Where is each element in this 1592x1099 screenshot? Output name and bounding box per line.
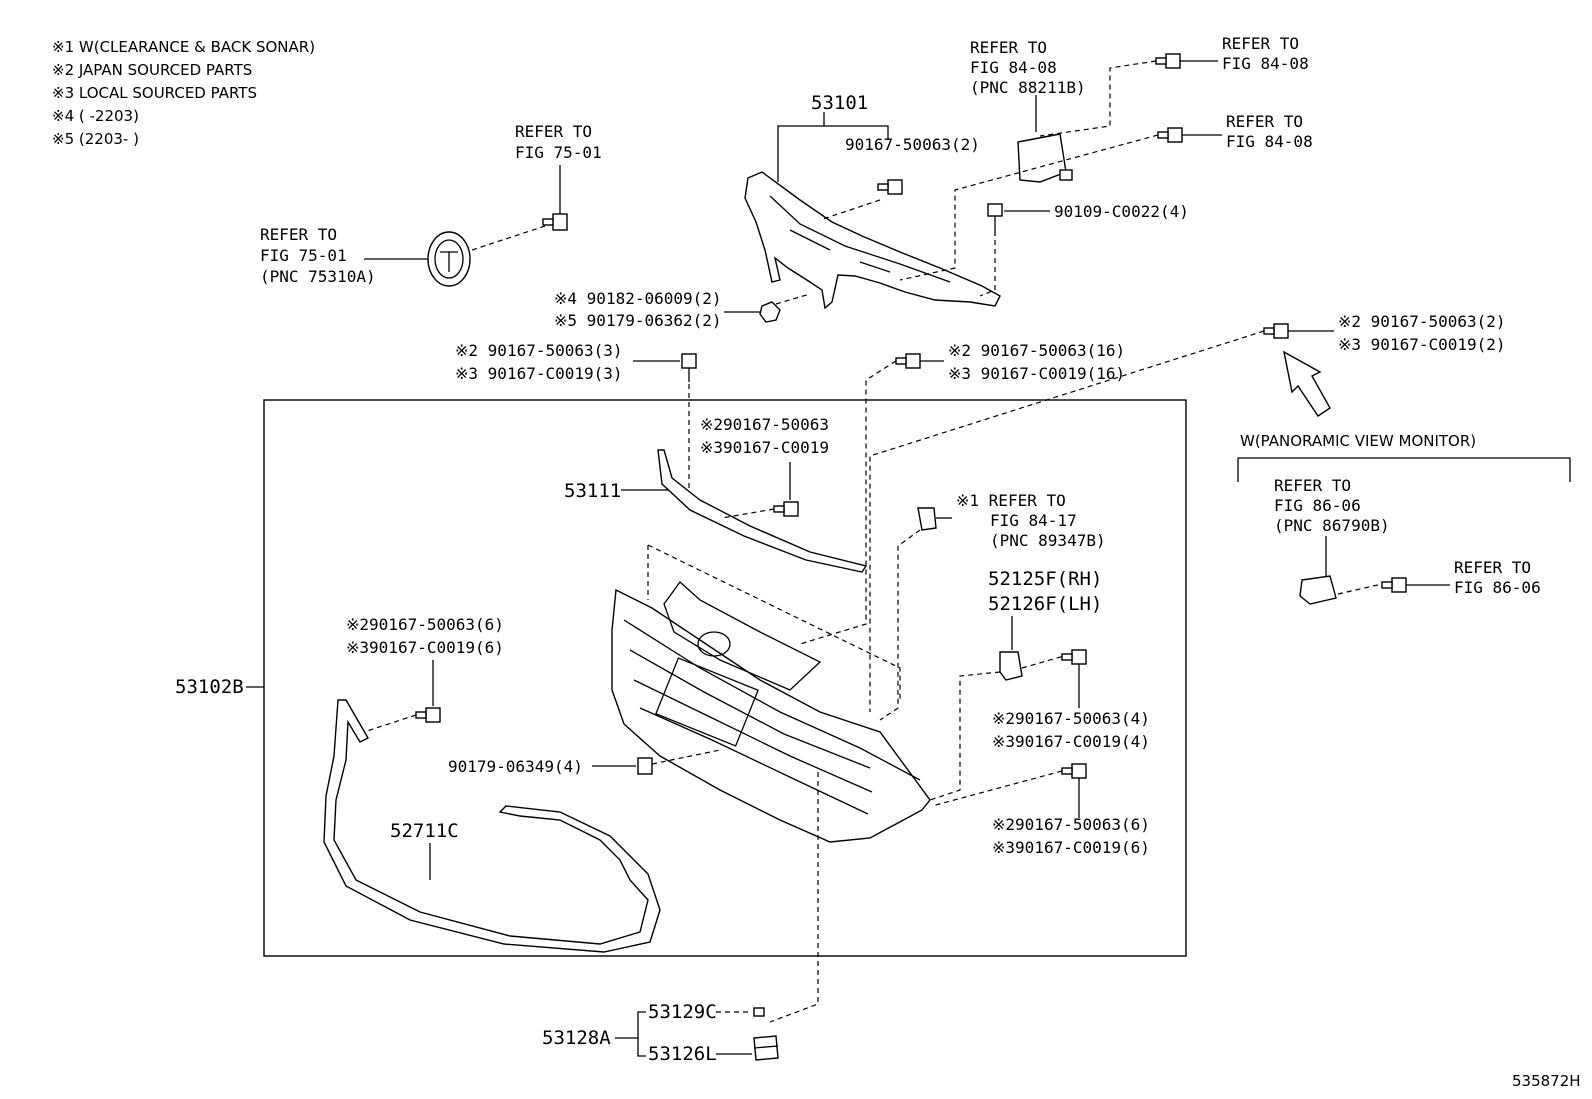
nut-icon[interactable] xyxy=(759,301,781,323)
label-c2-6r: ※290167-50063(6) xyxy=(992,815,1150,834)
label-refer-75-01-b1: REFER TO xyxy=(260,225,337,244)
notes-legend: ※1 W(CLEARANCE & BACK SONAR) ※2 JAPAN SO… xyxy=(52,38,315,148)
label-panoramic-view-monitor: W(PANORAMIC VIEW MONITOR) xyxy=(1240,432,1476,450)
label-53111: 53111 xyxy=(564,480,621,502)
label-c3-6l: ※390167-C0019(6) xyxy=(346,638,504,657)
label-refer-86-06-b2: FIG 86-06 xyxy=(1454,578,1541,597)
label-refer-75-01-b3: (PNC 75310A) xyxy=(260,267,376,286)
arrow-up-icon xyxy=(1283,350,1331,417)
clip-icon[interactable] xyxy=(1061,649,1087,665)
label-refer-75-01-a2: FIG 75-01 xyxy=(515,143,602,162)
note-2: ※2 JAPAN SOURCED PARTS xyxy=(52,61,252,79)
clip-icon[interactable] xyxy=(681,353,697,382)
note-3: ※3 LOCAL SOURCED PARTS xyxy=(52,84,257,102)
clip-icon[interactable] xyxy=(773,501,799,517)
label-53102b: 53102B xyxy=(175,676,244,698)
label-53126l: 53126L xyxy=(648,1043,717,1065)
label-refer-84-08-b1: REFER TO xyxy=(1222,34,1299,53)
label-c3-mid: ※390167-C0019 xyxy=(700,438,829,457)
pin-53129c[interactable] xyxy=(753,1007,765,1017)
clip-icon[interactable] xyxy=(637,757,653,775)
figure-id: 535872H xyxy=(1512,1072,1581,1090)
label-note1-refer2: FIG 84-17 xyxy=(990,511,1077,530)
label-c3-3: ※3 90167-C0019(3) xyxy=(455,364,623,383)
label-refer-84-08-a3: (PNC 88211B) xyxy=(970,78,1086,97)
label-c3-16: ※3 90167-C0019(16) xyxy=(948,364,1125,383)
bracket-52125f[interactable] xyxy=(999,651,1023,681)
label-note4-nut: ※4 90182-06009(2) xyxy=(554,289,722,308)
label-c2-mid: ※290167-50063 xyxy=(700,415,829,434)
label-90109: 90109-C0022(4) xyxy=(1054,202,1189,221)
label-90167-50063-2a: 90167-50063(2) xyxy=(845,135,980,154)
label-note5-nut: ※5 90179-06362(2) xyxy=(554,311,722,330)
molding-53111[interactable] xyxy=(657,449,868,573)
bolt-icon[interactable] xyxy=(1381,577,1407,593)
sensor-88211b[interactable] xyxy=(1017,133,1073,183)
clip-icon[interactable] xyxy=(415,707,441,723)
label-c3-2r: ※3 90167-C0019(2) xyxy=(1338,335,1506,354)
label-refer-84-08-c2: FIG 84-08 xyxy=(1226,132,1313,151)
label-c2-3: ※2 90167-50063(3) xyxy=(455,341,623,360)
clip-icon[interactable] xyxy=(895,353,921,369)
molding-52711c[interactable] xyxy=(323,699,661,953)
label-c3-4: ※390167-C0019(4) xyxy=(992,732,1150,751)
emblem-75310a[interactable] xyxy=(427,231,471,287)
label-refer-84-08-a1: REFER TO xyxy=(970,38,1047,57)
label-53128a: 53128A xyxy=(542,1027,611,1049)
label-53129c: 53129C xyxy=(648,1001,717,1023)
label-refer-86-06-a2: FIG 86-06 xyxy=(1274,496,1361,515)
bolt-icon[interactable] xyxy=(542,213,568,231)
assembly-frame xyxy=(263,399,1187,957)
label-refer-86-06-a3: (PNC 86790B) xyxy=(1274,516,1390,535)
label-52125f: 52125F(RH) xyxy=(988,568,1102,590)
label-c2-6l: ※290167-50063(6) xyxy=(346,615,504,634)
label-c2-4: ※290167-50063(4) xyxy=(992,709,1150,728)
label-52711c: 52711C xyxy=(390,820,459,842)
label-c2-16: ※2 90167-50063(16) xyxy=(948,341,1125,360)
label-refer-86-06-a1: REFER TO xyxy=(1274,476,1351,495)
camera-86790b[interactable] xyxy=(1299,575,1337,605)
bolt-icon[interactable] xyxy=(1157,127,1183,143)
bolt-icon[interactable] xyxy=(1155,53,1181,69)
label-refer-75-01-b2: FIG 75-01 xyxy=(260,246,347,265)
label-note1-refer3: (PNC 89347B) xyxy=(990,531,1106,550)
clip-icon[interactable] xyxy=(1263,323,1289,339)
note-4: ※4 ( -2203) xyxy=(52,107,139,125)
clip-53126l[interactable] xyxy=(753,1035,779,1061)
label-53101: 53101 xyxy=(811,92,868,114)
label-c3-6r: ※390167-C0019(6) xyxy=(992,838,1150,857)
label-refer-84-08-a2: FIG 84-08 xyxy=(970,58,1057,77)
screw-icon[interactable] xyxy=(987,203,1003,236)
note-1: ※1 W(CLEARANCE & BACK SONAR) xyxy=(52,38,315,56)
clip-icon[interactable] xyxy=(1061,763,1087,779)
label-refer-84-08-c1: REFER TO xyxy=(1226,112,1303,131)
bracket-89347b[interactable] xyxy=(917,507,937,531)
bolt-icon[interactable] xyxy=(877,179,903,195)
bracket-53101[interactable] xyxy=(744,171,1001,310)
label-c2-2r: ※2 90167-50063(2) xyxy=(1338,312,1506,331)
label-note1-refer1: ※1 REFER TO xyxy=(956,491,1066,510)
label-90179-06349: 90179-06349(4) xyxy=(448,757,583,776)
grille-53102b[interactable] xyxy=(611,581,931,843)
label-52126f: 52126F(LH) xyxy=(988,593,1102,615)
label-refer-86-06-b1: REFER TO xyxy=(1454,558,1531,577)
label-refer-84-08-b2: FIG 84-08 xyxy=(1222,54,1309,73)
label-refer-75-01-a1: REFER TO xyxy=(515,122,592,141)
note-5: ※5 (2203- ) xyxy=(52,130,139,148)
